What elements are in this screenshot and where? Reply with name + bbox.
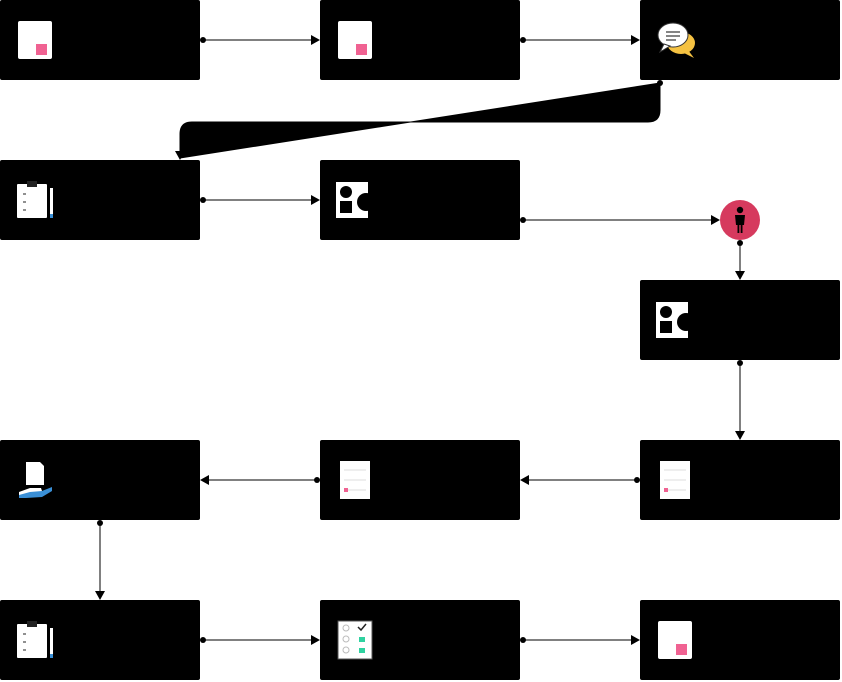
person-icon (720, 200, 760, 240)
edge-n6-n7-start-dot (737, 360, 743, 366)
edge-n3-n4-arrowhead (175, 151, 185, 160)
node-n7[interactable] (640, 440, 840, 520)
node-n4[interactable] (0, 160, 200, 240)
chat-bubbles-icon (656, 20, 696, 60)
node-n10[interactable] (0, 600, 200, 680)
edge-n3-n4-band (180, 83, 660, 158)
shapes-icon (656, 300, 696, 340)
edge-n11-n12-start-dot (520, 637, 526, 643)
form-document-icon (336, 460, 376, 500)
edge-n3-n4-start-dot (657, 80, 663, 86)
edge-n10-n11-arrowhead (311, 635, 320, 645)
hand-document-icon (16, 460, 56, 500)
edge-n2-n3-arrowhead (631, 35, 640, 45)
edge-n9-n10-arrowhead (95, 591, 105, 600)
node-n2[interactable] (320, 0, 520, 80)
node-n12[interactable] (640, 600, 840, 680)
edge-n8-n9-arrowhead (200, 475, 209, 485)
edge-actor-n6-arrowhead (735, 271, 745, 280)
document-icon (16, 20, 56, 60)
edge-n8-n9-start-dot (314, 477, 320, 483)
node-n5[interactable] (320, 160, 520, 240)
actor-person[interactable] (720, 200, 760, 240)
node-n6[interactable] (640, 280, 840, 360)
edge-n1-n2-start-dot (200, 37, 206, 43)
node-n9[interactable] (0, 440, 200, 520)
edge-n4-n5-start-dot (200, 197, 206, 203)
shapes-icon (336, 180, 376, 220)
edge-n7-n8-start-dot (634, 477, 640, 483)
document-icon (656, 620, 696, 660)
edge-n11-n12-arrowhead (631, 635, 640, 645)
node-n3[interactable] (640, 0, 840, 80)
edge-n1-n2-arrowhead (311, 35, 320, 45)
edge-n6-n7-arrowhead (735, 431, 745, 440)
edge-n2-n3-start-dot (520, 37, 526, 43)
edge-n10-n11-start-dot (200, 637, 206, 643)
clipboard-icon (16, 180, 56, 220)
node-n11[interactable] (320, 600, 520, 680)
edge-actor-n6-start-dot (737, 240, 743, 246)
form-document-icon (656, 460, 696, 500)
edge-n5-actor-arrowhead (711, 215, 720, 225)
checklist-icon (336, 620, 376, 660)
node-n1[interactable] (0, 0, 200, 80)
clipboard-icon (16, 620, 56, 660)
edge-n7-n8-arrowhead (520, 475, 529, 485)
node-n8[interactable] (320, 440, 520, 520)
edge-n9-n10-start-dot (97, 520, 103, 526)
document-icon (336, 20, 376, 60)
edge-n5-actor-start-dot (520, 217, 526, 223)
edge-n4-n5-arrowhead (311, 195, 320, 205)
